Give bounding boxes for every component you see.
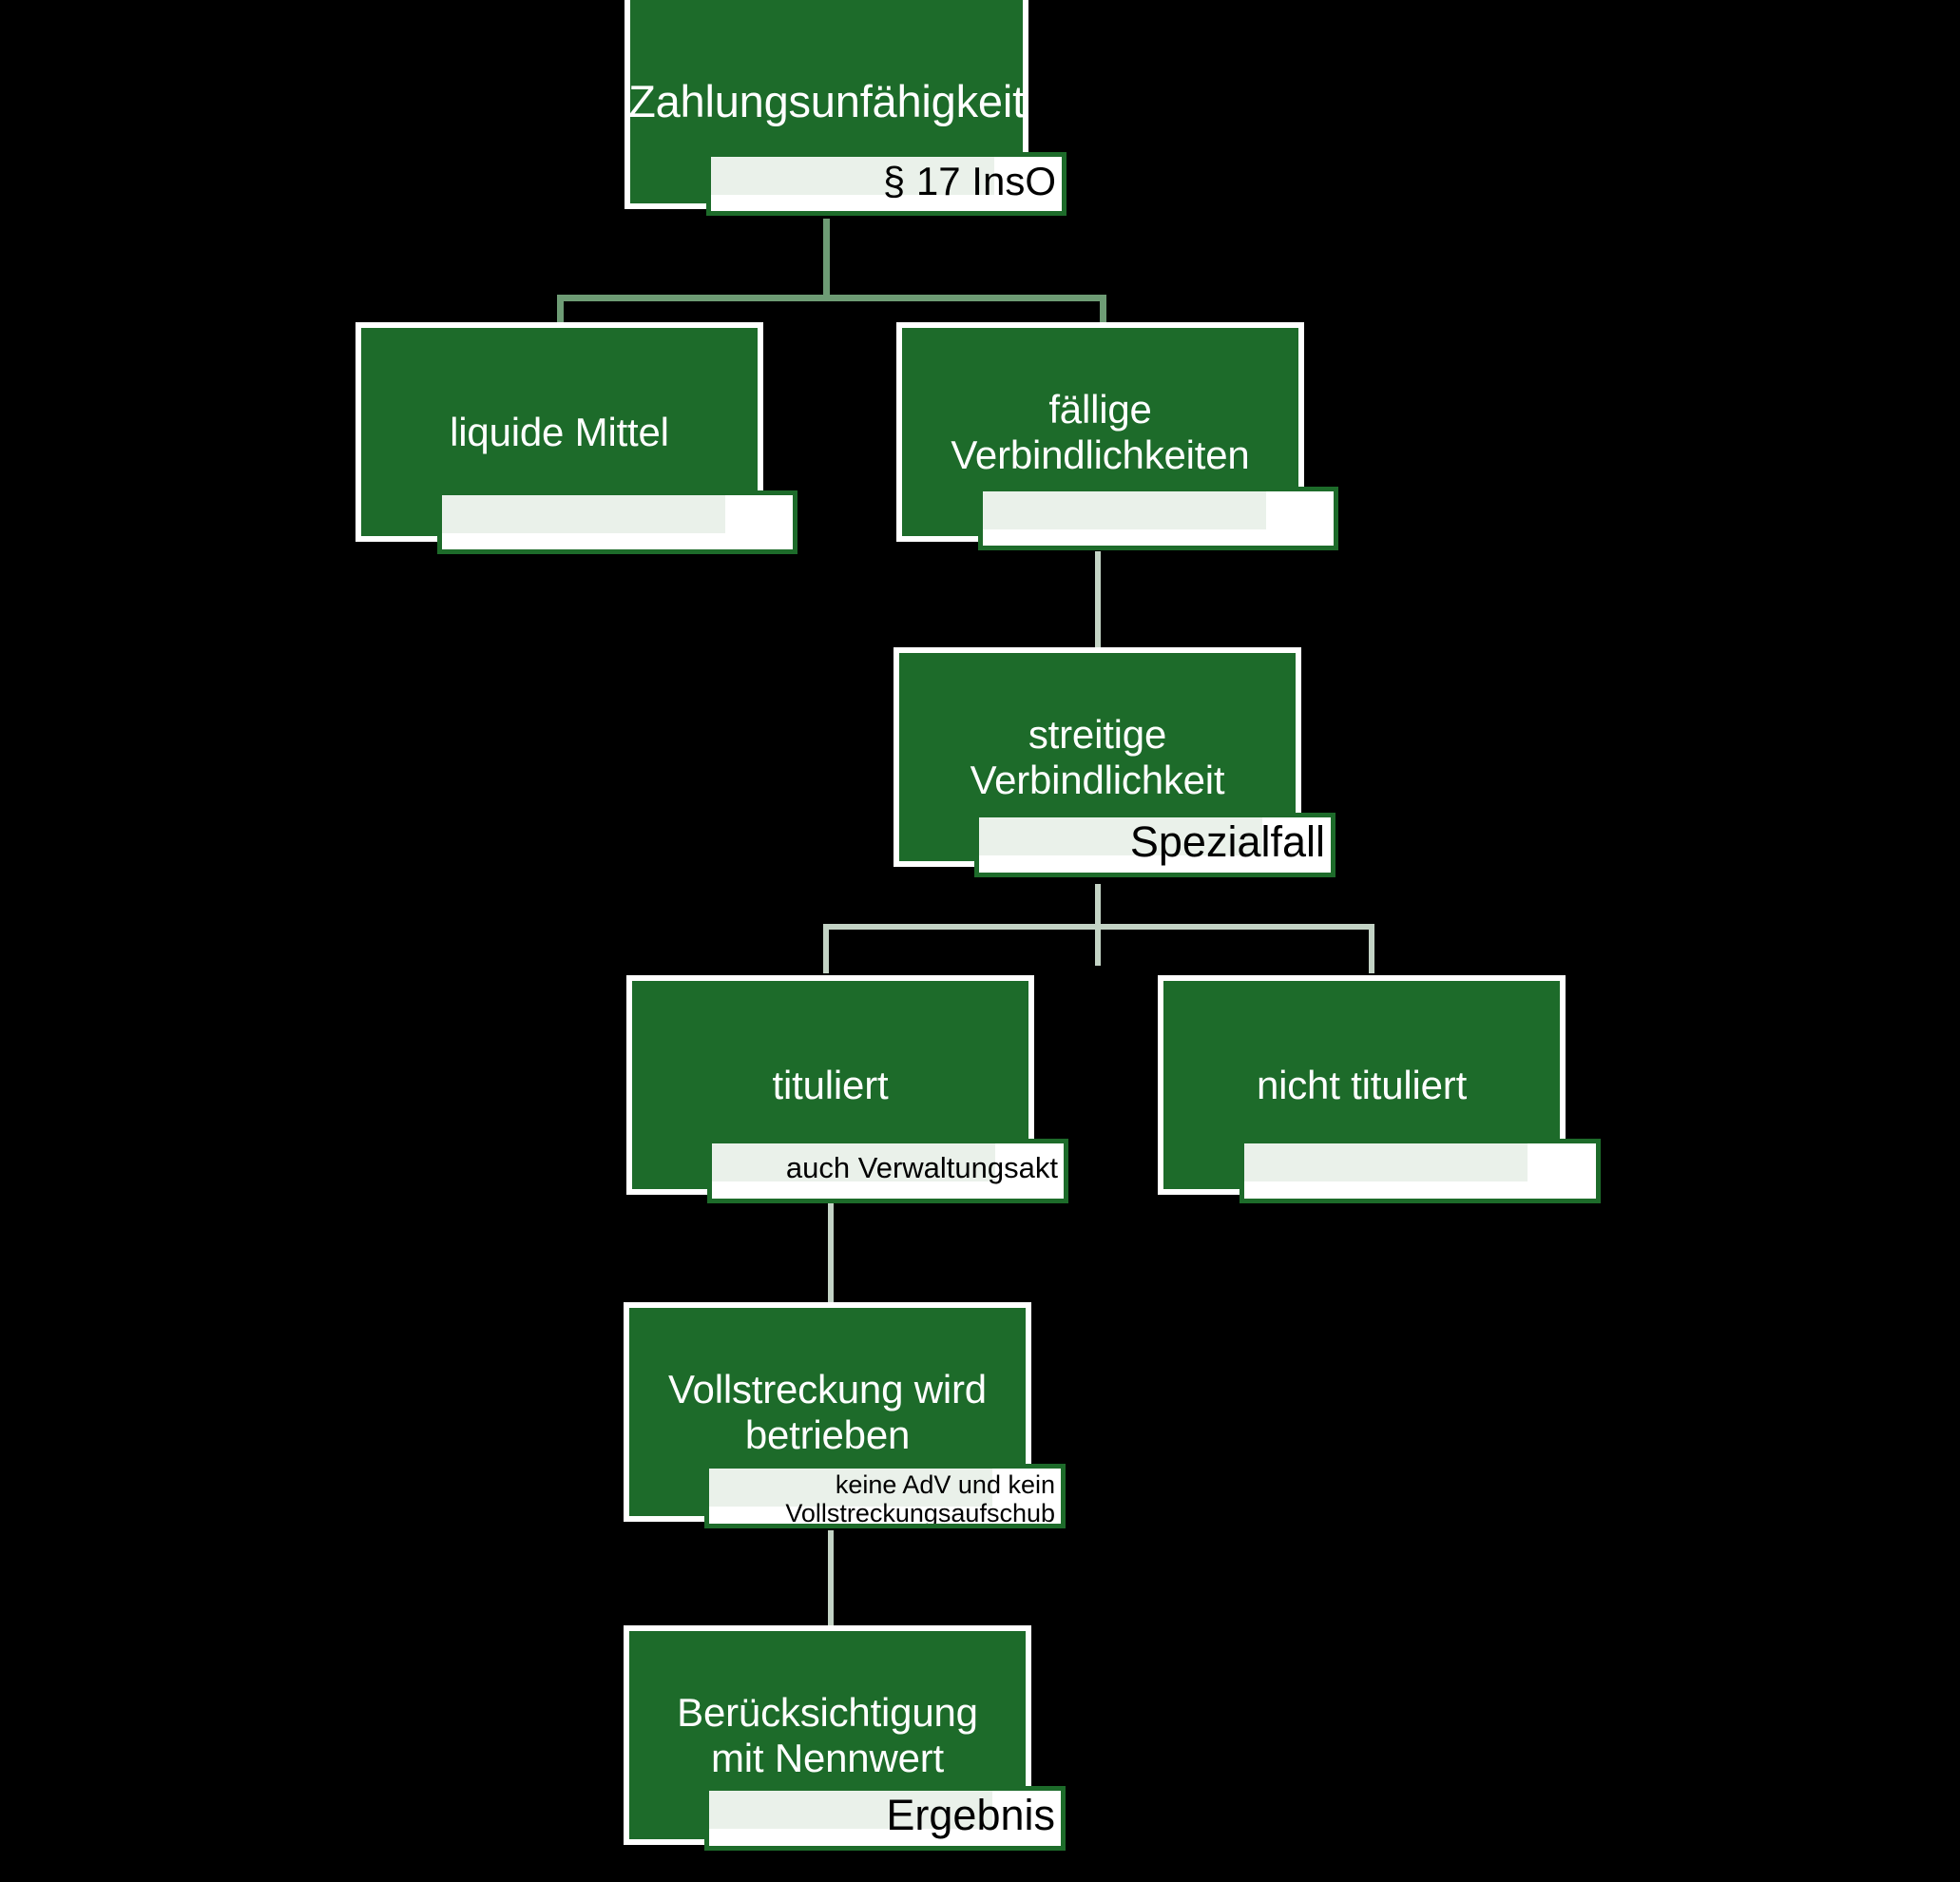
node-beruecksichtigung-mit-nennwert[interactable]: Berücksichtigung mit Nennwert Ergebnis — [624, 1625, 1066, 1851]
badge-text-streitige-verbindlichkeit: Spezialfall — [1129, 817, 1325, 866]
badge-fill — [709, 1469, 992, 1507]
connector-root-stem — [823, 219, 830, 300]
node-zahlungsunfaehigkeit[interactable]: Zahlungsunfähigkeit § 17 InsO — [625, 0, 1066, 216]
node-label-zahlungsunfaehigkeit: Zahlungsunfähigkeit — [628, 76, 1025, 127]
connector-faellige-to-streitige — [1095, 551, 1101, 647]
node-label-streitige-verbindlichkeit: streitige Verbindlichkeit — [970, 711, 1225, 802]
node-tituliert[interactable]: tituliert auch Verwaltungsakt — [626, 975, 1068, 1203]
connector-to-nicht-tituliert — [1369, 924, 1374, 973]
badge-nicht-tituliert[interactable] — [1239, 1139, 1601, 1203]
connector-level2-bar — [557, 295, 1106, 301]
badge-fill — [442, 495, 725, 533]
badge-text-beruecksichtigung-mit-nennwert: Ergebnis — [886, 1791, 1055, 1839]
node-faellige-verbindlichkeiten[interactable]: fällige Verbindlichkeiten — [896, 322, 1338, 550]
badge-faellige-verbindlichkeiten[interactable] — [978, 487, 1338, 550]
connector-to-faellige-verbindlichkeiten — [1100, 295, 1106, 328]
badge-streitige-verbindlichkeit[interactable]: Spezialfall — [974, 813, 1335, 877]
node-nicht-tituliert[interactable]: nicht tituliert — [1158, 975, 1601, 1203]
badge-beruecksichtigung-mit-nennwert[interactable]: Ergebnis — [704, 1786, 1066, 1851]
node-streitige-verbindlichkeit[interactable]: streitige Verbindlichkeit Spezialfall — [894, 647, 1335, 877]
connector-to-tituliert — [823, 924, 829, 973]
node-label-faellige-verbindlichkeiten: fällige Verbindlichkeiten — [951, 386, 1250, 477]
badge-liquide-mittel[interactable] — [437, 490, 797, 554]
node-label-nicht-tituliert: nicht tituliert — [1256, 1062, 1468, 1107]
node-label-beruecksichtigung-mit-nennwert: Berücksichtigung mit Nennwert — [677, 1689, 978, 1780]
badge-text-zahlungsunfaehigkeit: § 17 InsO — [882, 159, 1056, 203]
badge-text-vollstreckung-wird-betrieben: keine AdV und kein Vollstreckungsaufschu… — [785, 1470, 1055, 1527]
connector-tituliert-to-vollstreckung — [828, 1202, 834, 1302]
badge-fill — [709, 1791, 992, 1829]
badge-text-tituliert: auch Verwaltungsakt — [785, 1151, 1058, 1184]
node-label-vollstreckung-wird-betrieben: Vollstreckung wird betrieben — [668, 1366, 987, 1457]
connector-level4-bar — [823, 924, 1374, 930]
badge-tituliert[interactable]: auch Verwaltungsakt — [707, 1139, 1068, 1203]
node-label-tituliert: tituliert — [772, 1062, 889, 1107]
badge-vollstreckung-wird-betrieben[interactable]: keine AdV und kein Vollstreckungsaufschu… — [704, 1464, 1066, 1528]
connector-vollstreckung-to-beruecksichtigung — [828, 1530, 834, 1625]
badge-fill — [979, 817, 1262, 855]
badge-fill — [711, 157, 994, 195]
connector-to-liquide-mittel — [557, 295, 564, 328]
badge-zahlungsunfaehigkeit[interactable]: § 17 InsO — [706, 152, 1066, 216]
badge-fill — [1244, 1143, 1528, 1181]
node-label-liquide-mittel: liquide Mittel — [450, 409, 669, 454]
badge-fill — [983, 491, 1266, 529]
badge-fill — [712, 1143, 995, 1181]
node-vollstreckung-wird-betrieben[interactable]: Vollstreckung wird betrieben keine AdV u… — [624, 1302, 1066, 1528]
node-liquide-mittel[interactable]: liquide Mittel — [355, 322, 797, 554]
